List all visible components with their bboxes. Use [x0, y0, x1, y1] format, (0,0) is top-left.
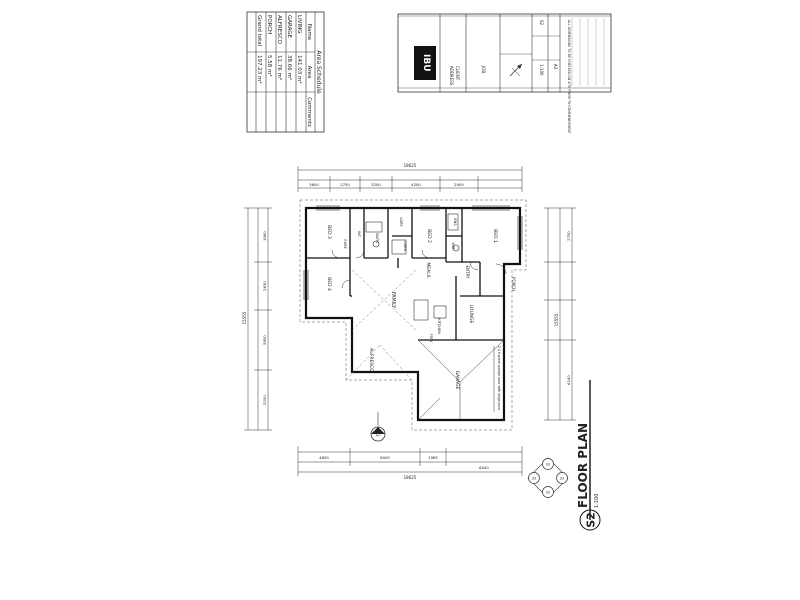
dim-bot-a: 4600 [319, 455, 329, 460]
schedule-row-area: 11.76 m² [276, 55, 283, 80]
sheet-title: FLOOR PLAN [576, 423, 590, 508]
sheet-scale: 1:100 [594, 494, 600, 508]
floor-plan [299, 199, 527, 431]
room-linen: LINEN [403, 241, 407, 252]
garage-roof-lines [417, 339, 505, 421]
dim-side-f: 6140 [566, 375, 571, 385]
dim-overall-bottom: 18625 [404, 475, 417, 480]
dim-top-e: 2900 [454, 182, 464, 187]
schedule-row-area: 38.66 m² [286, 55, 293, 80]
room-alfresco: ALFRESCO [368, 348, 374, 372]
room-ldry: LDRY [399, 217, 403, 227]
room-bed1: BED 1 [492, 229, 498, 243]
schedule-row-area: 5.58 m² [266, 55, 273, 77]
dim-bot-b: 6000 [380, 455, 390, 460]
dim-top-b: 2750 [340, 182, 350, 187]
title-block-notes: ALL DIMENSIONS TO BE CHECKED ON SITE PRI… [567, 20, 571, 133]
elevation-key-icon: S3 S3 S3 S3 [527, 457, 569, 499]
schedule-row-name: Grand total [256, 15, 262, 47]
elevation-label: S3 [560, 477, 564, 481]
dim-left-overall: 15555 [242, 311, 247, 324]
roof-outline [299, 199, 527, 431]
schedule-row-area: 141.03 m² [296, 55, 303, 84]
schedule-header-name: Name [306, 24, 312, 41]
schedule-row-name: LIVING [296, 15, 302, 33]
room-garage: GARAGE [454, 371, 460, 390]
section-marker-label: S3 [375, 431, 380, 437]
dim-top-a: 3600 [309, 182, 319, 187]
title-block: IBU CLIENT ADDRESS JOB S2 1:100 A3 ALL D… [397, 13, 612, 133]
company-logo [414, 46, 436, 80]
dim-side-e: 2750 [566, 231, 571, 241]
schedule-row-name: PORCH [266, 15, 272, 34]
sheet-number: S2 [585, 512, 598, 528]
room-ens: ENS [453, 218, 457, 226]
dim-bot-c: 1985 [428, 455, 438, 460]
drawing-title: S2 FLOOR PLAN 1:100 [576, 380, 601, 531]
fixtures [365, 213, 460, 321]
title-block-address: ADDRESS [449, 66, 454, 86]
logo-text: IBU [421, 54, 431, 72]
dim-bot-d: 6040 [479, 465, 489, 470]
schedule-header-comments: Comments [306, 97, 312, 127]
room-robe: ROBE [343, 239, 347, 249]
room-entry: ENTRY [465, 266, 470, 279]
dim-side-d: 5200 [262, 395, 267, 405]
room-bed3: BED 3 [326, 225, 332, 239]
dimensions-top [297, 166, 523, 192]
room-wir: WIR [451, 242, 455, 250]
dim-overall-top: 18625 [404, 163, 417, 168]
dimensions-left [244, 207, 272, 431]
area-schedule-table: Area Schedule Name Area Comments LIVING … [246, 11, 325, 133]
room-bath: BATH [375, 233, 379, 243]
room-bed4: BED 4 [326, 277, 332, 291]
dim-top-c: 3200 [371, 182, 381, 187]
dim-side-b: 2630 [262, 281, 267, 291]
dim-right-overall: 15555 [554, 313, 559, 326]
schedule-title: Area Schedule [315, 50, 322, 94]
sheet-number-circle [579, 509, 601, 531]
dim-side-c: 5950 [262, 335, 267, 345]
schedule-header-area: Area [306, 66, 312, 79]
title-block-job: JOB [481, 65, 486, 73]
title-cell: 1:100 [539, 64, 544, 76]
family-roof-lines [345, 269, 417, 381]
room-meals: MEALS [425, 262, 431, 277]
section-marker-icon: S3 [370, 412, 386, 442]
dimensions-right [544, 207, 576, 421]
room-wc: WC [357, 231, 361, 238]
title-cell: A3 [553, 64, 558, 70]
room-pdry: PDRY [429, 334, 433, 344]
elevation-label: S3 [532, 477, 536, 481]
dim-top-d: 4200 [411, 182, 421, 187]
room-bed2: BED 2 [426, 229, 432, 243]
room-kitchen: KITCHEN [437, 318, 441, 334]
windows [303, 205, 523, 300]
elevation-label: S3 [546, 491, 550, 495]
title-block-client: CLIENT [455, 66, 460, 81]
garage-door-note: 2 X 6 panel garage door with ridge pvcd [497, 346, 501, 410]
door-swings [331, 249, 507, 289]
schedule-row-area: 197.23 m² [256, 55, 263, 84]
schedule-row-name: GARAGE [286, 15, 292, 39]
room-porch: PORCH [511, 277, 516, 291]
external-walls [304, 206, 522, 422]
north-arrow-icon [509, 63, 523, 77]
room-lounge: LOUNGE [468, 305, 474, 324]
dim-side-a: 3060 [262, 231, 267, 241]
title-cell: S2 [539, 20, 544, 26]
elevation-label: S3 [546, 463, 550, 467]
internal-walls [306, 208, 504, 341]
schedule-row-name: ALFRESCO [276, 15, 282, 45]
dimensions-bottom [297, 446, 523, 476]
room-family: FAMILY [390, 292, 396, 308]
